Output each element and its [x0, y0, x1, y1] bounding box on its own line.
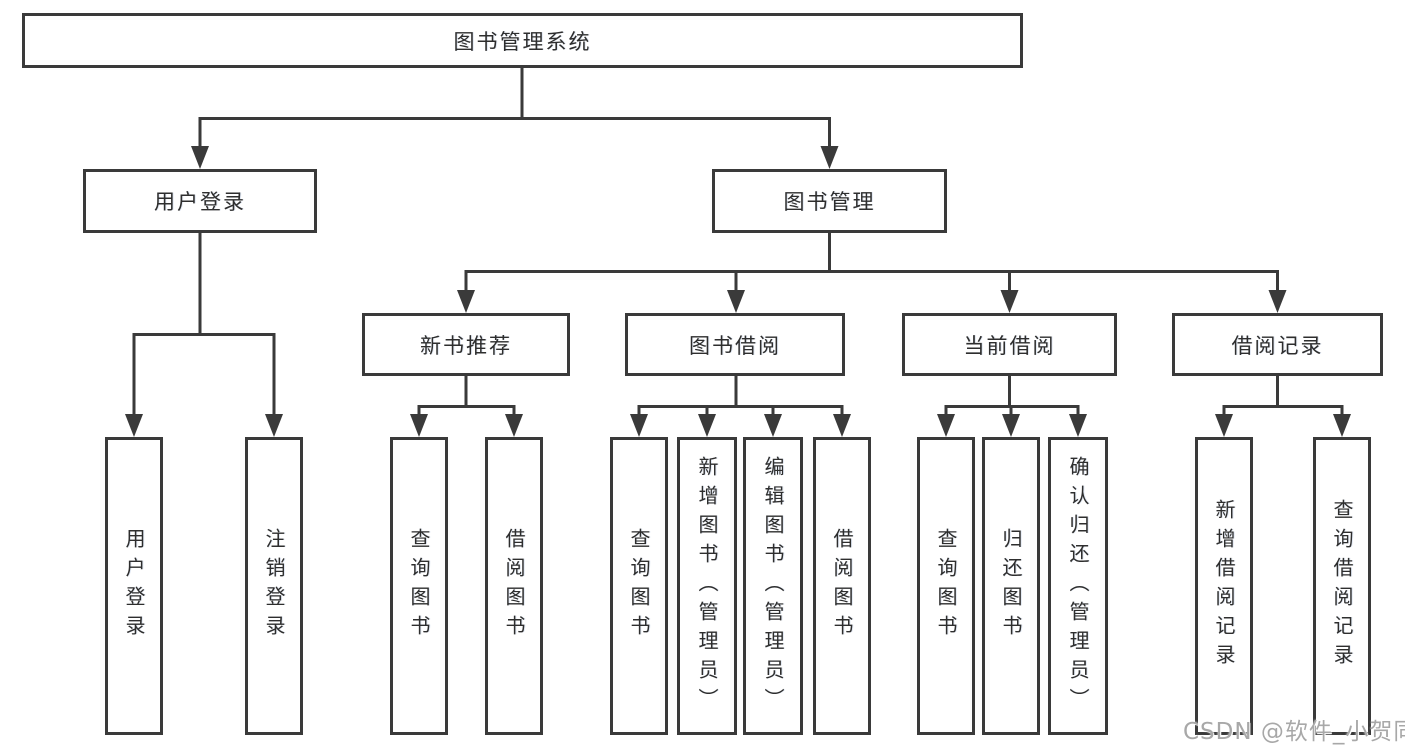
node-book-borrow: 图书借阅: [625, 313, 845, 376]
node-new-book-recommend: 新书推荐: [362, 313, 570, 376]
leaf-logout: 注销登录: [245, 437, 303, 735]
node-library-management-system: 图书管理系统: [22, 13, 1023, 68]
arrowheads: [125, 146, 1351, 437]
leaf-return-books: 归还图书: [982, 437, 1040, 735]
leaf-query-books-borrow: 查询图书: [610, 437, 668, 735]
node-user-login: 用户登录: [83, 169, 317, 233]
leaf-confirm-return-admin: 确认归还（管理员）: [1048, 437, 1108, 735]
leaf-add-books-admin: 新增图书（管理员）: [677, 437, 737, 735]
leaf-borrow-books: 借阅图书: [813, 437, 871, 735]
node-borrow-records: 借阅记录: [1172, 313, 1383, 376]
leaf-query-books-current: 查询图书: [917, 437, 975, 735]
node-current-borrow: 当前借阅: [902, 313, 1117, 376]
node-book-management: 图书管理: [712, 169, 947, 233]
leaf-user-login: 用户登录: [105, 437, 163, 735]
leaf-query-books-recommend: 查询图书: [390, 437, 448, 735]
leaf-edit-books-admin: 编辑图书（管理员）: [743, 437, 803, 735]
csdn-watermark: CSDN @软件_小贺同学: [1183, 719, 1405, 745]
leaf-query-borrow-record: 查询借阅记录: [1313, 437, 1371, 735]
leaf-add-borrow-record: 新增借阅记录: [1195, 437, 1253, 735]
leaf-borrow-books-recommend: 借阅图书: [485, 437, 543, 735]
